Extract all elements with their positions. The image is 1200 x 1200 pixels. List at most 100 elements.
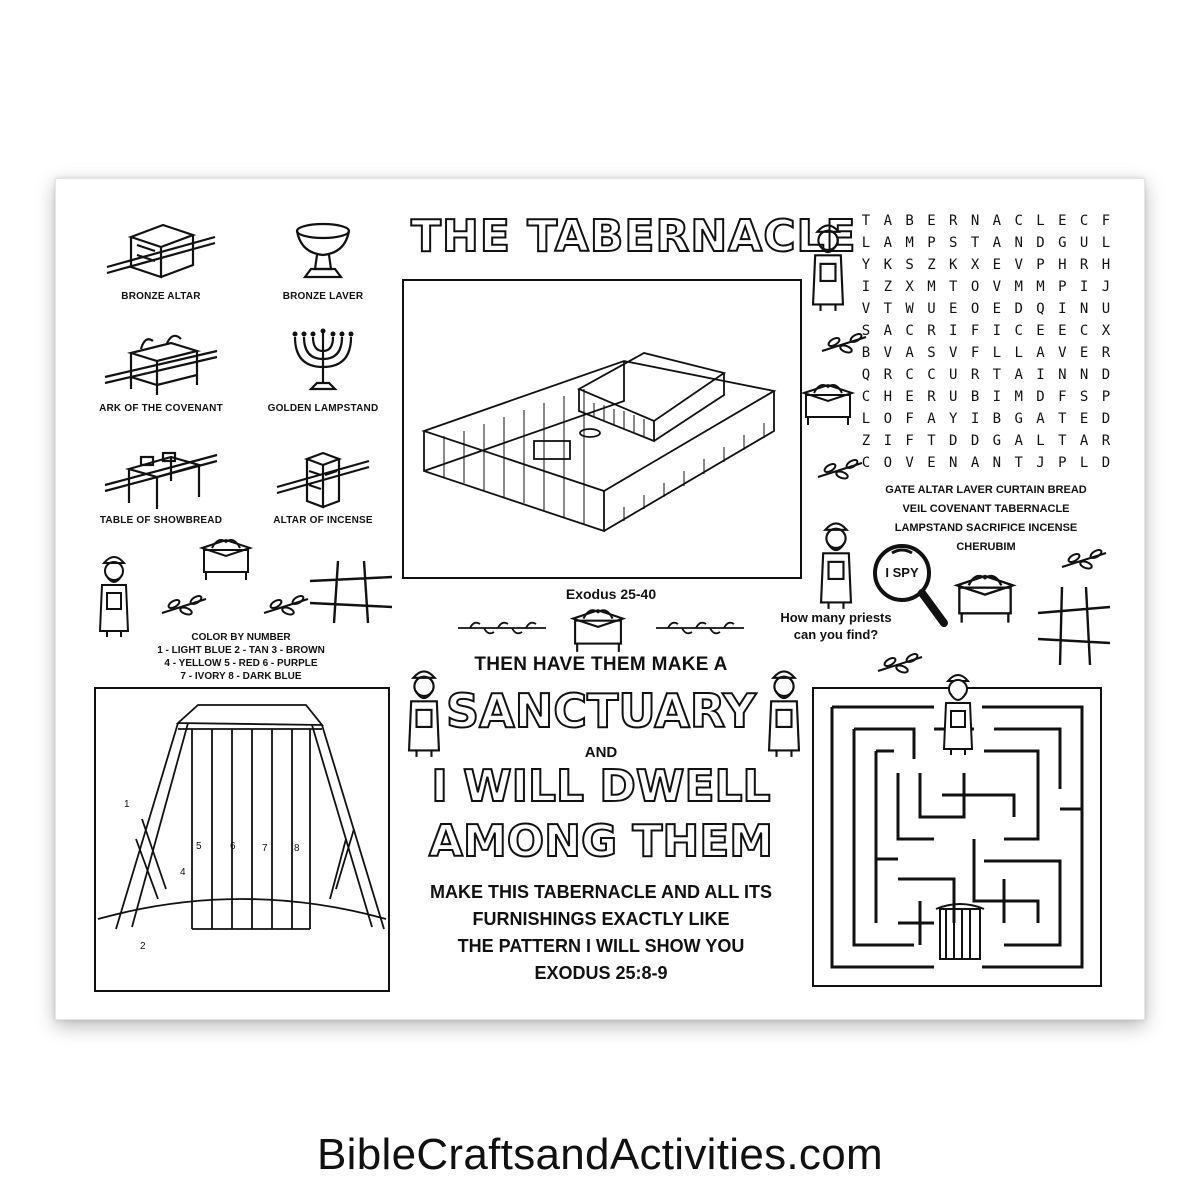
word-search-letter[interactable]: A — [992, 235, 1002, 251]
word-search-letter[interactable]: N — [970, 213, 980, 229]
word-search-letter[interactable]: V — [883, 345, 893, 361]
word-search-letter[interactable]: X — [905, 279, 914, 295]
maze-puzzle[interactable] — [812, 674, 1102, 987]
word-search-letter[interactable]: N — [992, 455, 1002, 471]
word-search-letter[interactable]: I — [1079, 279, 1089, 295]
word-search-letter[interactable]: U — [927, 301, 936, 317]
word-search-letter[interactable]: M — [1014, 389, 1023, 405]
word-search-letter[interactable]: M — [1014, 279, 1023, 295]
word-search-letter[interactable]: O — [970, 301, 980, 317]
word-search-letter[interactable]: B — [861, 345, 871, 361]
word-search-letter[interactable]: R — [1101, 345, 1111, 361]
word-search-letter[interactable]: R — [949, 213, 958, 229]
word-search-letter[interactable]: E — [1058, 323, 1067, 339]
word-search-letter[interactable]: T — [1058, 411, 1067, 427]
word-search-letter[interactable]: V — [1014, 257, 1023, 273]
word-search-letter[interactable]: E — [927, 213, 936, 229]
word-search-letter[interactable]: Z — [861, 433, 871, 449]
word-search-letter[interactable]: K — [949, 257, 958, 273]
word-search-letter[interactable]: A — [883, 213, 893, 229]
word-search-letter[interactable]: I — [992, 389, 1002, 405]
word-search-letter[interactable]: L — [861, 411, 871, 427]
word-search-letter[interactable]: G — [992, 433, 1002, 449]
word-search-letter[interactable]: R — [883, 367, 893, 383]
word-search-letter[interactable]: T — [1014, 455, 1023, 471]
word-search-letter[interactable]: L — [1036, 213, 1045, 229]
word-search-letter[interactable]: H — [883, 389, 893, 405]
word-search-letter[interactable]: E — [905, 389, 914, 405]
word-search-letter[interactable]: I — [992, 323, 1002, 339]
word-search-letter[interactable]: A — [1079, 433, 1089, 449]
word-search-letter[interactable]: N — [1079, 301, 1089, 317]
word-search-letter[interactable]: L — [1014, 345, 1023, 361]
word-search-letter[interactable]: E — [1079, 345, 1089, 361]
word-search-letter[interactable]: D — [970, 433, 980, 449]
word-search-letter[interactable]: C — [861, 389, 871, 405]
word-search-letter[interactable]: T — [949, 279, 958, 295]
word-search-letter[interactable]: V — [992, 279, 1002, 295]
word-search-letter[interactable]: M — [1036, 279, 1045, 295]
word-search-letter[interactable]: S — [905, 257, 914, 273]
word-search-letter[interactable]: E — [1036, 323, 1045, 339]
word-search-letter[interactable]: J — [1036, 455, 1045, 471]
word-search-letter[interactable]: X — [970, 257, 980, 273]
word-search-letter[interactable]: N — [1014, 235, 1023, 251]
word-search-letter[interactable]: C — [1014, 213, 1023, 229]
word-search-letter[interactable]: H — [1058, 257, 1067, 273]
word-search-letter[interactable]: L — [992, 345, 1002, 361]
word-search-letter[interactable]: N — [1079, 367, 1089, 383]
word-search-letter[interactable]: F — [905, 433, 914, 449]
word-search-letter[interactable]: M — [927, 279, 936, 295]
word-search-letter[interactable]: T — [861, 213, 871, 229]
word-search-letter[interactable]: V — [949, 345, 958, 361]
word-search-letter[interactable]: N — [1058, 367, 1067, 383]
word-search-letter[interactable]: O — [970, 279, 980, 295]
word-search-letter[interactable]: R — [1101, 433, 1111, 449]
word-search-letter[interactable]: F — [970, 345, 980, 361]
word-search-letter[interactable]: A — [1036, 345, 1045, 361]
word-search-letter[interactable]: A — [1036, 411, 1045, 427]
word-search-letter[interactable]: P — [1058, 279, 1067, 295]
word-search-letter[interactable]: D — [1036, 389, 1045, 405]
word-search-letter[interactable]: S — [949, 235, 958, 251]
word-search-letter[interactable]: R — [927, 323, 936, 339]
word-search-letter[interactable]: O — [883, 455, 893, 471]
word-search-letter[interactable]: N — [949, 455, 958, 471]
word-search-letter[interactable]: T — [970, 235, 980, 251]
word-search-letter[interactable]: Y — [949, 411, 958, 427]
word-search-letter[interactable]: U — [1101, 301, 1111, 317]
word-search-letter[interactable]: K — [883, 257, 893, 273]
word-search-letter[interactable]: I — [883, 433, 893, 449]
word-search-letter[interactable]: F — [905, 411, 914, 427]
word-search-letter[interactable]: Z — [927, 257, 936, 273]
word-search-letter[interactable]: D — [1101, 455, 1111, 471]
word-search-letter[interactable]: T — [992, 367, 1002, 383]
word-search-letter[interactable]: H — [1101, 257, 1111, 273]
word-search-letter[interactable]: P — [927, 235, 936, 251]
word-search-letter[interactable]: S — [927, 345, 936, 361]
word-search-letter[interactable]: C — [1014, 323, 1023, 339]
word-search-letter[interactable]: L — [1101, 235, 1111, 251]
word-search-letter[interactable]: I — [970, 411, 980, 427]
word-search-letter[interactable]: Y — [861, 257, 871, 273]
word-search-letter[interactable]: R — [927, 389, 936, 405]
word-search-letter[interactable]: I — [1058, 301, 1067, 317]
word-search-letter[interactable]: A — [1014, 367, 1023, 383]
tic-tac-toe-grid[interactable] — [1036, 583, 1112, 669]
word-search-letter[interactable]: G — [1014, 411, 1023, 427]
word-search-letter[interactable]: W — [905, 301, 914, 317]
word-search-letter[interactable]: L — [1079, 455, 1089, 471]
word-search-letter[interactable]: V — [861, 301, 871, 317]
word-search-letter[interactable]: P — [1036, 257, 1045, 273]
word-search-letter[interactable]: S — [1079, 389, 1089, 405]
word-search-letter[interactable]: E — [1079, 411, 1089, 427]
word-search-letter[interactable]: C — [861, 455, 871, 471]
word-search-letter[interactable]: U — [1079, 235, 1089, 251]
word-search-letter[interactable]: P — [1101, 389, 1111, 405]
word-search-letter[interactable]: T — [1058, 433, 1067, 449]
word-search-letter[interactable]: E — [949, 301, 958, 317]
word-search-letter[interactable]: A — [1014, 433, 1023, 449]
word-search-letter[interactable]: C — [1079, 323, 1089, 339]
word-search-letter[interactable]: T — [927, 433, 936, 449]
